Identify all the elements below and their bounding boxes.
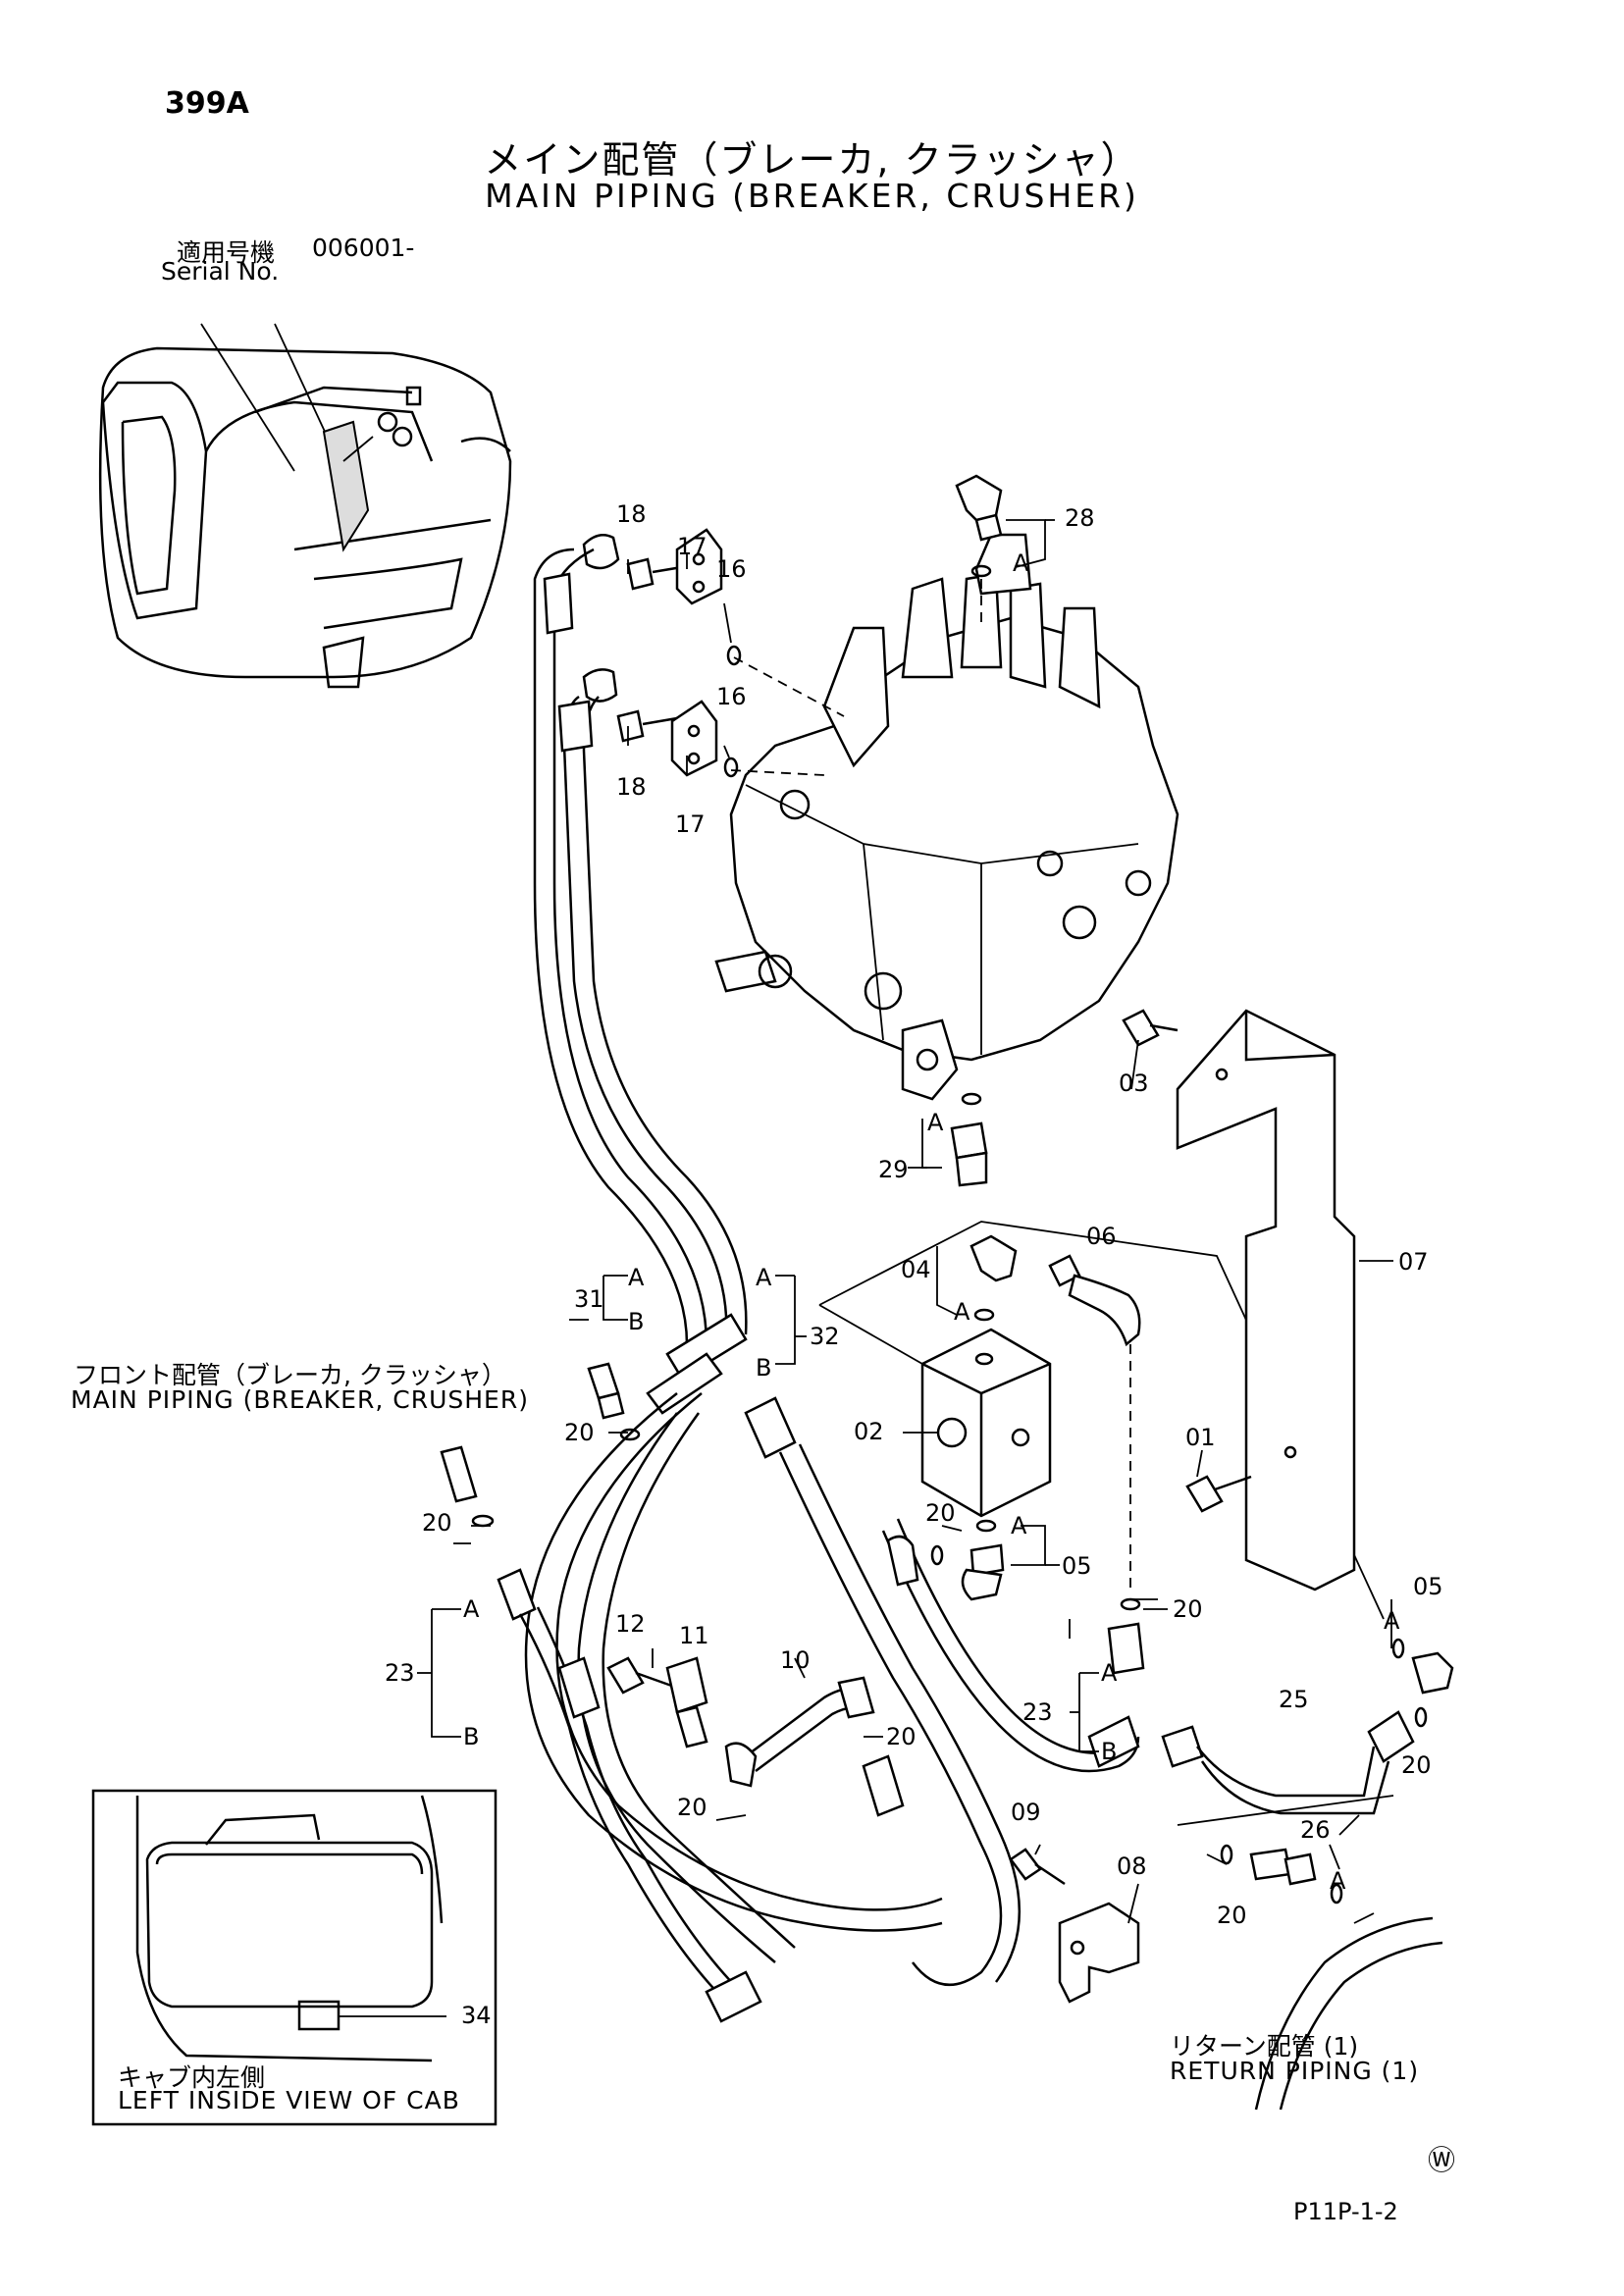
label-part-02: 02 (854, 1418, 884, 1445)
letter-b-23-left: B (463, 1723, 480, 1750)
label-part-10: 10 (780, 1646, 811, 1674)
bracket-07 (1176, 1009, 1356, 1592)
right-hose-loop (744, 1396, 1145, 1987)
letter-a-31: A (628, 1264, 645, 1291)
label-part-16-lower: 16 (716, 683, 747, 710)
fittings-04-06 (886, 1234, 1141, 1611)
label-part-25: 25 (1279, 1686, 1309, 1713)
label-part-20-bottom: 20 (1217, 1902, 1247, 1929)
label-part-08: 08 (1117, 1852, 1147, 1880)
label-part-20-return: 20 (1401, 1751, 1432, 1779)
label-part-34: 34 (461, 2002, 492, 2029)
front-piping-caption-english: MAIN PIPING (BREAKER, CRUSHER) (71, 1385, 529, 1414)
label-part-23-right: 23 (1022, 1698, 1053, 1726)
front-piping-caption-japanese: フロント配管（ブレーカ, クラッシャ） (74, 1361, 506, 1389)
label-part-29: 29 (878, 1156, 909, 1183)
bolts-01-03 (1122, 1009, 1252, 1513)
label-part-04: 04 (901, 1256, 931, 1283)
leader-lines (417, 519, 1393, 1924)
label-part-17-upper: 17 (677, 533, 707, 560)
label-part-20-left-upper: 20 (564, 1419, 595, 1446)
label-part-01: 01 (1185, 1424, 1216, 1451)
label-part-31: 31 (574, 1285, 604, 1313)
label-part-28: 28 (1065, 504, 1095, 532)
label-part-18-upper: 18 (616, 500, 647, 528)
elbow-fitting-28 (955, 474, 1003, 628)
label-part-12: 12 (615, 1610, 646, 1638)
hose-assembly-23-left (440, 1445, 762, 2023)
letter-a-32: A (756, 1264, 772, 1291)
label-part-32: 32 (810, 1323, 840, 1350)
page-number: 399A (165, 86, 249, 121)
label-part-18-lower: 18 (616, 773, 647, 801)
label-part-03: 03 (1119, 1070, 1149, 1097)
label-part-05-center: 05 (1062, 1552, 1092, 1580)
label-part-23-left: 23 (385, 1659, 415, 1687)
letter-b-31: B (628, 1308, 645, 1335)
letter-b-32: B (756, 1354, 772, 1382)
cab-inset-frame (91, 1789, 498, 2126)
main-hoses (524, 548, 943, 1963)
fitting-29 (950, 1092, 988, 1187)
letter-a-23-left: A (463, 1595, 480, 1623)
loose-fittings-left (587, 1362, 641, 1441)
cab-view-caption-english: LEFT INSIDE VIEW OF CAB (118, 2086, 460, 2114)
letter-a-04: A (954, 1298, 970, 1326)
label-part-07: 07 (1398, 1248, 1429, 1276)
return-piping (1161, 1638, 1454, 2111)
serial-label-english: Serial No. (161, 257, 280, 286)
letter-a-05: A (1011, 1512, 1027, 1539)
upper-flange-fittings (582, 528, 845, 778)
pipe-10-clamp-11 (606, 1656, 875, 1788)
page-title-japanese: メイン配管（ブレーカ, クラッシャ） (484, 138, 1140, 182)
relief-block-02 (818, 1221, 1385, 1620)
return-piping-caption-english: RETURN PIPING (1) (1170, 2057, 1420, 2085)
excavator-overview-illustration (98, 323, 512, 689)
letter-a-26: A (1330, 1867, 1346, 1895)
label-part-09: 09 (1011, 1799, 1041, 1826)
page-title-english: MAIN PIPING (BREAKER, CRUSHER) (485, 177, 1139, 215)
label-part-20-block: 20 (925, 1499, 956, 1527)
label-part-06: 06 (1086, 1223, 1117, 1250)
label-part-17-lower: 17 (675, 810, 706, 838)
cab-inset-illustration (135, 1795, 446, 2062)
label-part-20-center-right: 20 (1173, 1595, 1203, 1623)
label-part-20-pipe-right: 20 (886, 1723, 917, 1750)
serial-number-value: 006001- (312, 234, 415, 262)
bracket-08 (1009, 1848, 1140, 2004)
return-piping-caption-japanese: リターン配管 (1) (1170, 2032, 1359, 2061)
label-part-05-right: 05 (1413, 1573, 1443, 1600)
letter-a-29: A (927, 1109, 944, 1136)
letter-b-23-right: B (1101, 1738, 1118, 1765)
label-part-11: 11 (679, 1622, 709, 1649)
watermark-symbol: Ⓦ (1428, 2144, 1456, 2176)
label-part-20-pipe-left: 20 (677, 1794, 707, 1821)
letter-a-28: A (1013, 549, 1029, 577)
label-part-20-left-lower: 20 (422, 1509, 452, 1537)
label-part-16-upper: 16 (716, 555, 747, 583)
label-part-26: 26 (1300, 1816, 1331, 1844)
cab-view-caption-japanese: キャブ内左側 (118, 2063, 266, 2092)
serial-label-japanese: 適用号機 (177, 238, 276, 267)
control-valve-assembly (714, 533, 1179, 1101)
drawing-code: P11P-1-2 (1293, 2198, 1398, 2225)
letter-a-23-right: A (1101, 1659, 1118, 1687)
letter-a-05-right: A (1384, 1607, 1400, 1635)
